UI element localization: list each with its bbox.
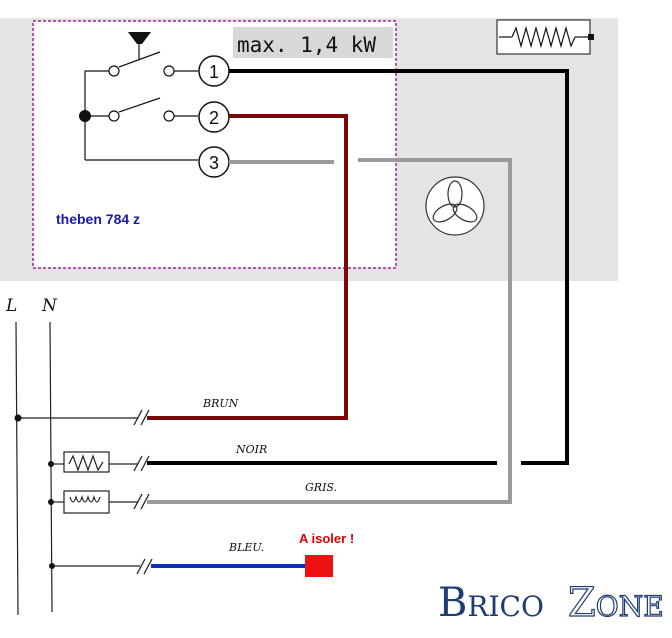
line-conductor [15,321,19,616]
grey-wire-lower [147,158,512,504]
connector-marks [133,409,153,575]
line-junction-dot [14,414,22,422]
logo-part-brico: BRICO [438,580,544,626]
terminal-2: 2 [198,101,230,133]
switch-actuator-icon [128,32,151,44]
terminal-2-label: 2 [209,108,219,128]
power-rating-label: max. 1,4 kW [237,33,376,57]
terminal-1: 1 [198,55,230,87]
neutral-label: N [41,296,58,316]
black-wire-label: NOIR [235,443,267,456]
neutral-feed-blue [49,563,140,569]
terminal-1-label: 1 [209,62,219,82]
grey-wire-label: GRIS. [305,481,337,494]
terminal-3: 3 [198,146,230,178]
brown-wire [147,114,348,420]
bricozone-logo: BRICO ZONE [438,579,664,626]
neutral-feed-black [48,451,138,473]
heater-resistor-icon [496,19,594,55]
power-rating-box [233,27,393,58]
terminal-3-label: 3 [209,153,219,173]
fan-motor-icon [425,176,485,236]
black-wire-upper [229,69,569,465]
isolate-warning: A isoler ! [299,531,354,546]
brown-wire-label: BRUN [202,397,239,410]
device-model-label: theben 784 z [56,211,140,227]
blue-wire-label: BLEU. [228,541,264,554]
neutral-feed-grey [48,490,138,514]
line-label: L [5,296,17,316]
logo-part-zone: ZONE [568,580,664,626]
junction-dot [79,110,91,122]
isolation-block [305,555,333,577]
